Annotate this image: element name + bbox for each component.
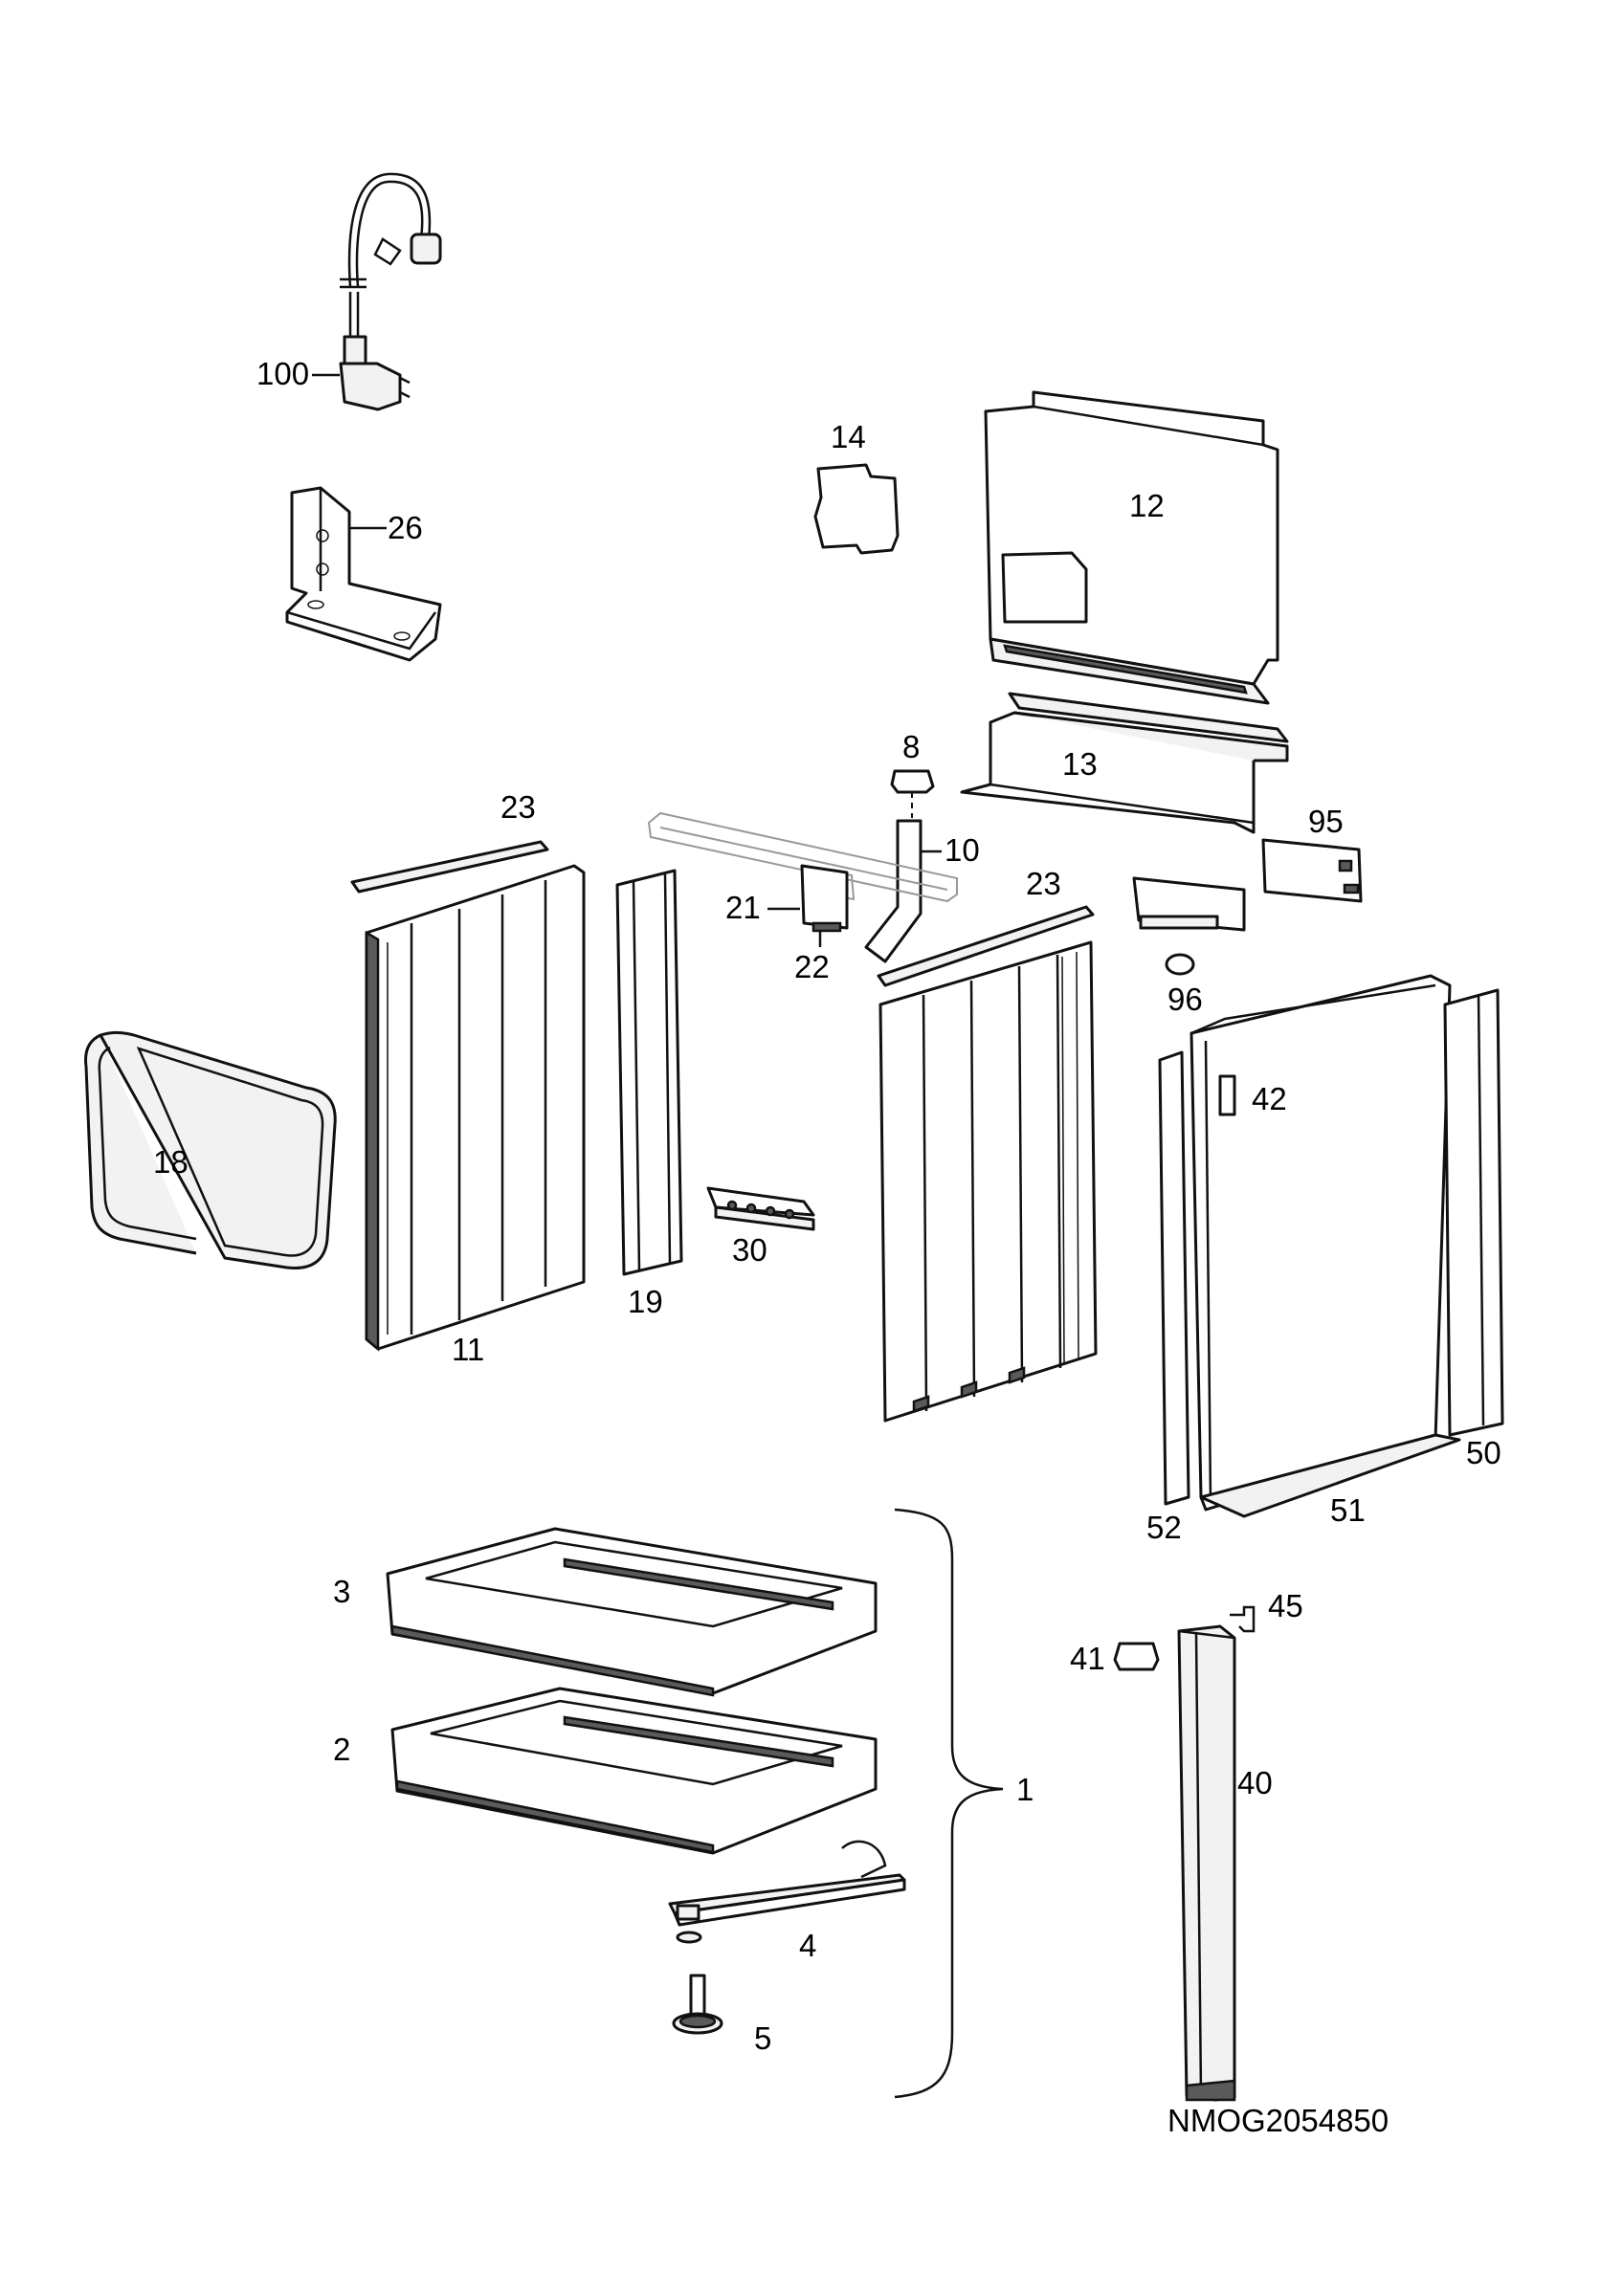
callout-3: 3	[333, 1574, 350, 1609]
callout-13: 13	[1062, 746, 1098, 782]
callout-19: 19	[628, 1284, 663, 1319]
callout-14: 14	[831, 419, 866, 454]
callout-50: 50	[1466, 1435, 1501, 1470]
door-switch-part	[1218, 1074, 1236, 1116]
callout-10: 10	[945, 832, 980, 868]
callout-11: 11	[452, 1332, 484, 1367]
callout-5: 5	[754, 2020, 771, 2056]
door-seal-part	[84, 1030, 337, 1270]
vertical-rail-part	[615, 869, 683, 1276]
upper-drawer-part	[386, 1527, 878, 1697]
left-trim-part	[1158, 1050, 1190, 1506]
right-trim-part	[1443, 988, 1504, 1437]
callout-100: 100	[256, 356, 309, 391]
bottom-rail-part	[960, 692, 1289, 834]
control-board-part	[1132, 838, 1363, 932]
cover-bracket-part	[800, 864, 849, 930]
callout-26: 26	[388, 510, 423, 545]
callout-41: 41	[1070, 1641, 1105, 1676]
end-cap-part	[1113, 1642, 1160, 1671]
drawer-runner-part	[668, 1840, 906, 1944]
handle-column-part	[1177, 1624, 1236, 2102]
callout-4: 4	[799, 1928, 816, 1963]
callout-18: 18	[153, 1144, 189, 1180]
callout-45: 45	[1268, 1588, 1303, 1623]
callout-8: 8	[902, 729, 920, 764]
callout-12: 12	[1129, 488, 1165, 523]
corner-bracket-part	[285, 486, 442, 662]
power-cord-part	[339, 172, 442, 411]
right-side-panel-part	[878, 940, 1098, 1423]
left-top-rail-part	[350, 840, 549, 894]
pipe-part	[864, 819, 923, 963]
callout-42: 42	[1252, 1081, 1287, 1116]
callout-21: 21	[725, 890, 761, 925]
callout-95: 95	[1308, 804, 1344, 839]
clip-part	[1230, 1605, 1256, 1633]
adjustable-foot-part	[672, 1974, 723, 2035]
lower-drawer-part	[390, 1687, 878, 1855]
callout-51: 51	[1330, 1492, 1366, 1528]
outer-housing-part	[1189, 974, 1461, 1518]
drawing-code: NMOG2054850	[1167, 2103, 1389, 2138]
callout-22: 22	[794, 949, 830, 984]
callout-2: 2	[333, 1732, 350, 1767]
insulation-pad-part	[813, 463, 900, 555]
callout-52: 52	[1146, 1510, 1182, 1545]
callout-96: 96	[1167, 982, 1203, 1017]
lamp-part	[1165, 953, 1195, 976]
callout-23-right: 23	[1026, 866, 1061, 901]
callout-40: 40	[1237, 1765, 1273, 1800]
callout-1-group: 1	[1016, 1772, 1034, 1807]
left-side-panel-part	[365, 864, 586, 1352]
terminal-block-part	[706, 1186, 815, 1231]
group-brace	[894, 1508, 1004, 2099]
right-top-rail-part	[877, 905, 1095, 987]
callout-23-left: 23	[500, 789, 536, 825]
back-panel-part	[984, 390, 1279, 705]
grommet-part	[890, 769, 935, 794]
callout-30: 30	[732, 1232, 767, 1268]
